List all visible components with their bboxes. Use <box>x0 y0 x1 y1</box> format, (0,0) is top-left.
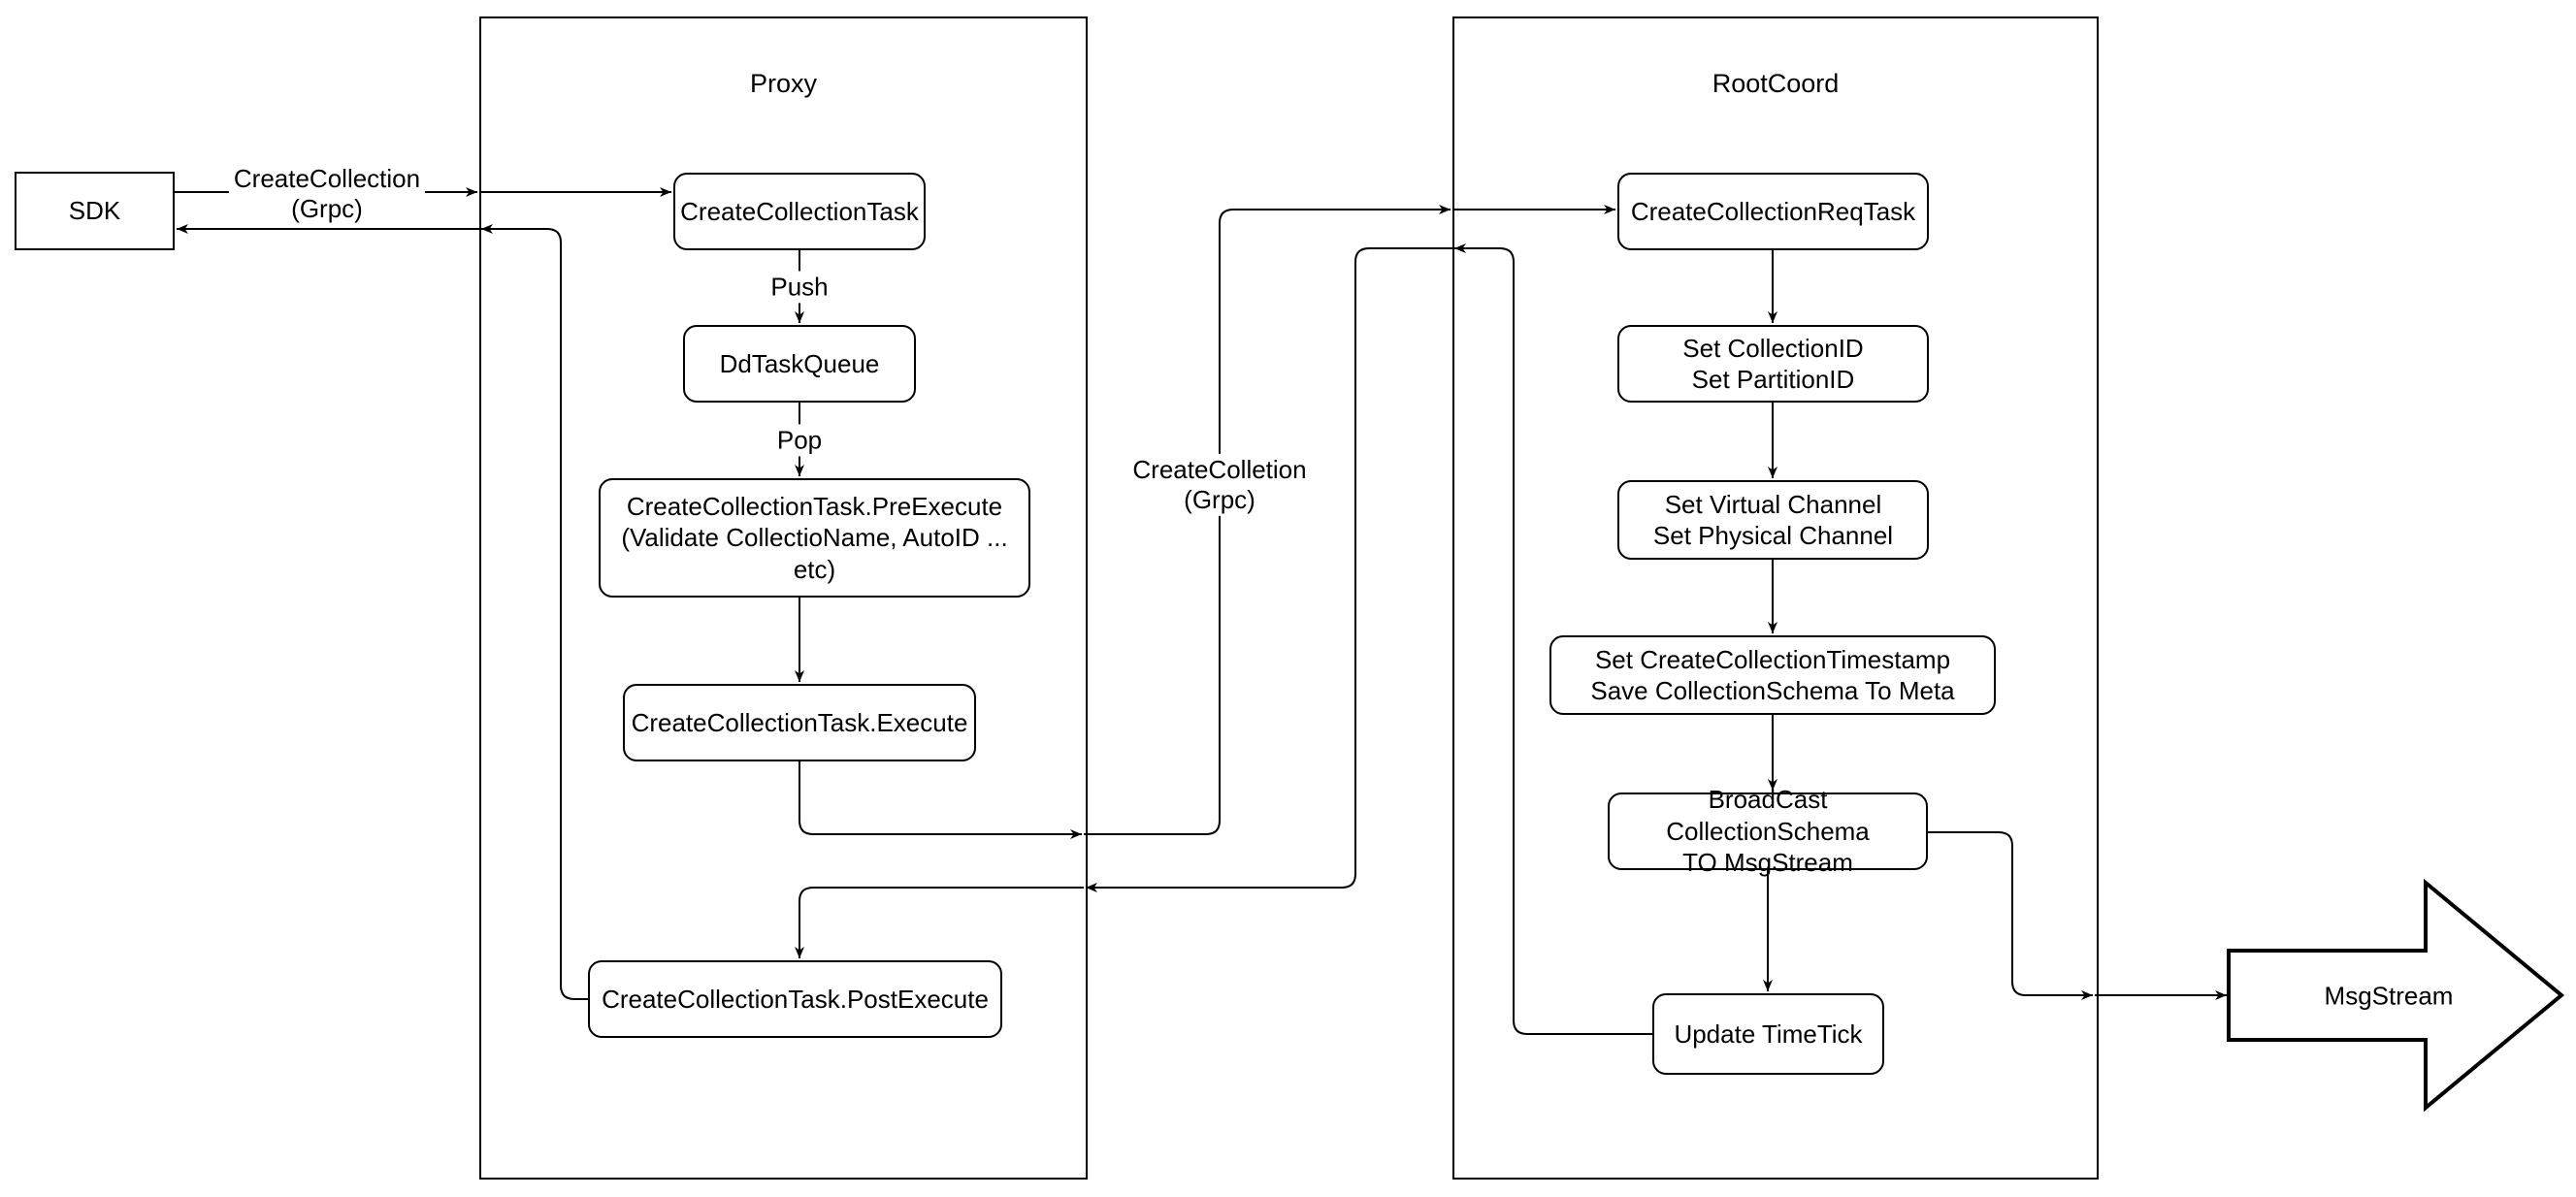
edge-broadcast-out <box>1928 831 2093 1000</box>
node-create-collection-req-task: CreateCollectionReqTask <box>1617 173 1929 250</box>
node-pre-execute: CreateCollectionTask.PreExecute (Validat… <box>599 478 1030 598</box>
edge-execute-out <box>799 761 1082 839</box>
edge-timetick-return <box>1454 243 1652 1035</box>
node-sdk: SDK <box>15 172 175 250</box>
node-dd-task-queue: DdTaskQueue <box>683 325 916 403</box>
edge-return-cross <box>1086 247 1452 892</box>
rootcoord-title: RootCoord <box>1712 69 1840 98</box>
edge-label-create-collection-grpc: CreateCollection (Grpc) <box>228 162 426 226</box>
edge-label-pop: Pop <box>771 424 828 457</box>
edge-postexecute-out <box>481 224 588 1000</box>
proxy-title: Proxy <box>749 69 818 98</box>
node-execute: CreateCollectionTask.Execute <box>623 684 976 761</box>
node-create-collection-task: CreateCollectionTask <box>673 173 926 250</box>
edge-label-create-colletion-grpc: CreateColletion (Grpc) <box>1127 453 1312 517</box>
node-set-channels: Set Virtual Channel Set Physical Channel <box>1617 480 1929 560</box>
node-set-timestamp: Set CreateCollectionTimestamp Save Colle… <box>1549 635 1996 715</box>
node-update-timetick: Update TimeTick <box>1652 993 1884 1075</box>
edge-grpc-cross <box>1084 205 1451 835</box>
edge-label-push: Push <box>766 271 833 304</box>
node-set-ids: Set CollectionID Set PartitionID <box>1617 325 1929 403</box>
node-post-execute: CreateCollectionTask.PostExecute <box>588 960 1002 1038</box>
msgstream-label: MsgStream <box>2324 981 2454 1011</box>
proxy-container: Proxy <box>479 16 1088 1180</box>
node-broadcast: BroadCast CollectionSchema TO MsgStream <box>1608 785 1928 877</box>
edge-to-postexecute <box>795 887 1084 958</box>
msgstream-arrow-shape <box>2227 878 2565 1113</box>
rootcoord-container: RootCoord <box>1452 16 2099 1180</box>
